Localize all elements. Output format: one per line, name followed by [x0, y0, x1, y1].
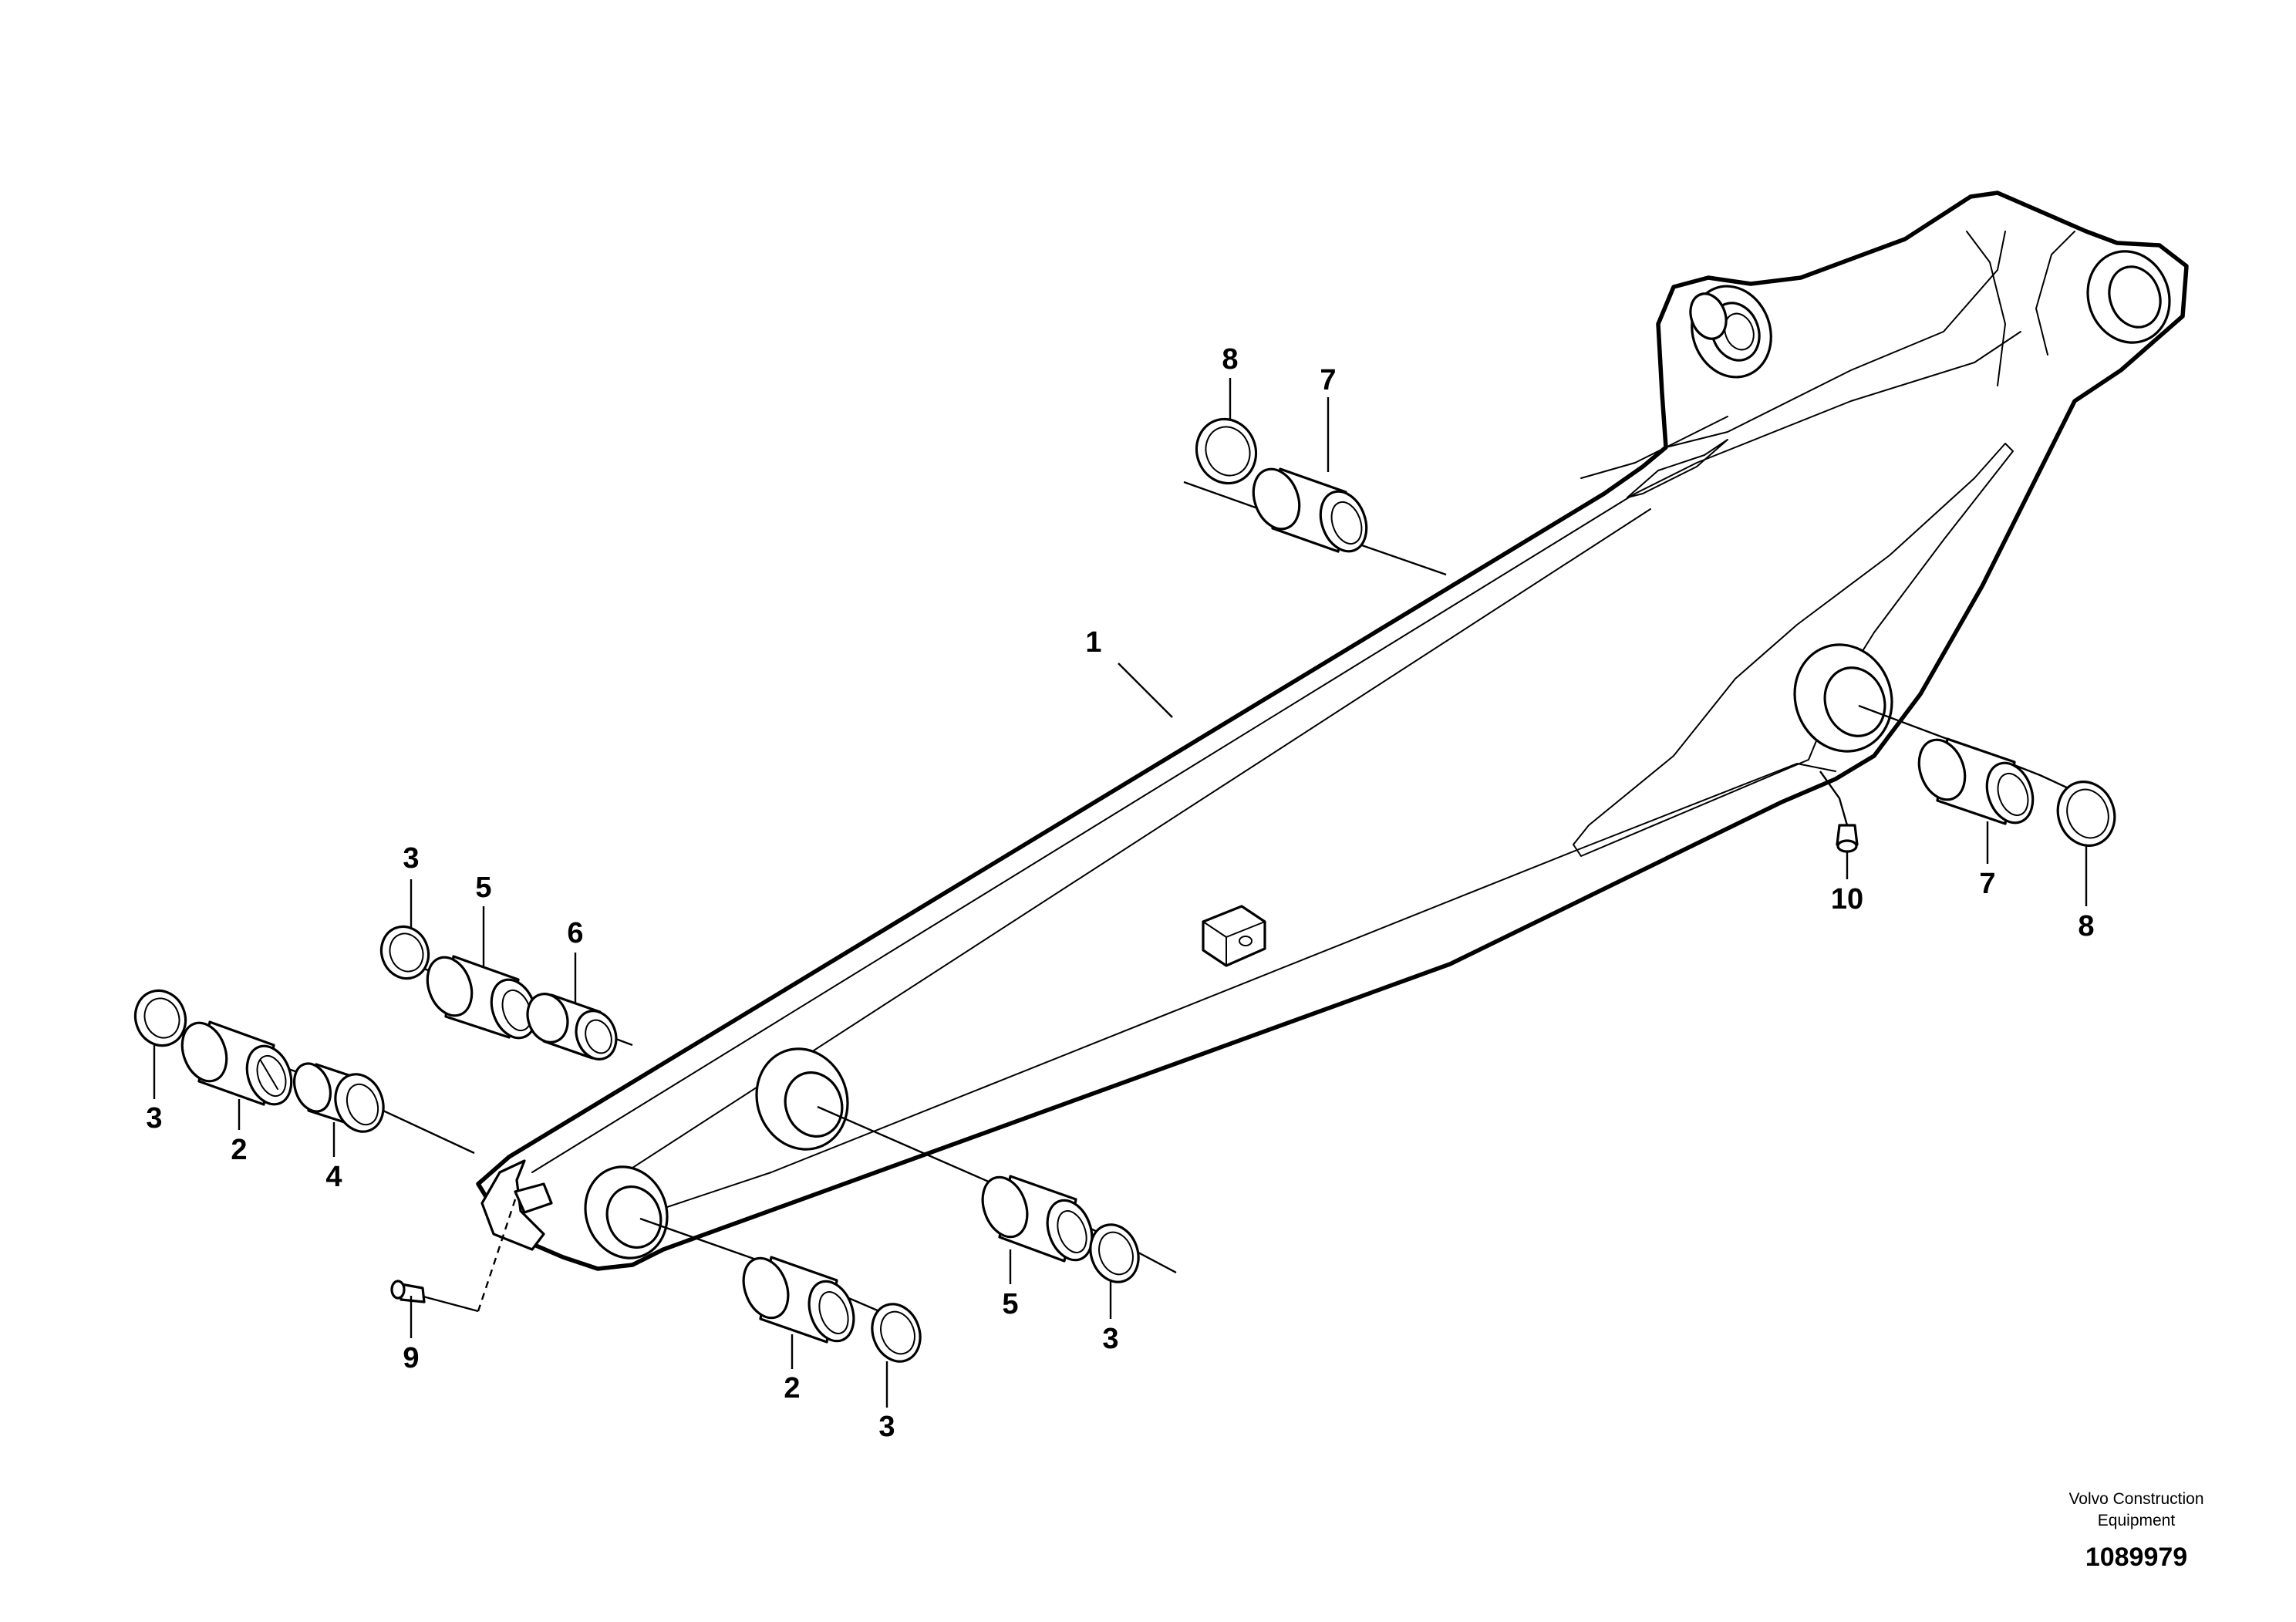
- bushing-7-right: [1917, 737, 2035, 825]
- callout-3b: 3: [146, 1102, 162, 1135]
- grease-nipple-10-stem: [1819, 771, 1849, 826]
- arm-outline: [476, 191, 2189, 1271]
- ring-3-middle: [1089, 1223, 1140, 1283]
- rear-ear-hole: [1724, 312, 1755, 351]
- front-lug: [514, 1182, 553, 1214]
- rear-ear-boss-left: [1689, 292, 1728, 340]
- ring-3-left: [133, 989, 187, 1047]
- arm-side-face-line: [632, 763, 1836, 1219]
- callout-7a: 7: [1320, 364, 1336, 396]
- callout-5a: 5: [475, 872, 491, 904]
- arm-body: [476, 191, 2189, 1271]
- mid-rear-boss-inner: [1823, 666, 1886, 737]
- callout-7b: 7: [1979, 868, 1995, 900]
- grease-nipple-9: [390, 1199, 517, 1313]
- callout-3a: 3: [403, 842, 419, 875]
- callout-5b: 5: [1002, 1288, 1018, 1320]
- arm-head-slot: [1627, 439, 1728, 498]
- ring-8-upper: [1195, 417, 1258, 485]
- bushing-7-upper: [1252, 467, 1368, 553]
- ring-3-bottom: [871, 1303, 922, 1363]
- arm-head-plate-2: [1580, 416, 1728, 479]
- callout-10: 10: [1831, 883, 1863, 916]
- callout-3d: 3: [878, 1411, 895, 1443]
- arm-top-ridge: [531, 331, 2021, 1173]
- document-number: 1089979: [2085, 1543, 2187, 1572]
- mid-front-boss-inner: [784, 1071, 844, 1138]
- bushing-2-bottom: [742, 1256, 855, 1344]
- bushing-6: [526, 993, 618, 1061]
- front-tip-boss-inner: [605, 1185, 663, 1249]
- callout-labels: 1 2 2 3 3 3 3 4 5 5 6 7 7 8 8 9 10: [146, 343, 2094, 1443]
- brand-line-1: Volvo Construction: [2068, 1490, 2203, 1508]
- bushing-4-flanged: [293, 1062, 385, 1133]
- grease-nipple-9-lead: [420, 1294, 479, 1313]
- ring-3-upper: [379, 925, 430, 980]
- callout-8b: 8: [2078, 910, 2094, 943]
- callout-1: 1: [1085, 626, 1101, 659]
- center-wear-block-edge: [1202, 921, 1266, 966]
- grease-nipple-9-head: [390, 1280, 406, 1300]
- center-wear-block: [1202, 905, 1266, 967]
- brand-line-2: Equipment: [2098, 1512, 2176, 1529]
- arm-head-rib-2: [2035, 231, 2075, 356]
- callout-leaders: [153, 378, 2088, 1408]
- callout-2a: 2: [231, 1134, 247, 1166]
- rear-tip-boss-inner: [2108, 265, 2162, 329]
- callout-6: 6: [567, 917, 583, 949]
- bushing-5-middle: [981, 1175, 1094, 1263]
- callout-3c: 3: [1102, 1323, 1118, 1355]
- callout-9: 9: [403, 1342, 419, 1374]
- bushing-2-left: [180, 1020, 293, 1106]
- center-wear-block-hole: [1239, 936, 1253, 946]
- grease-nipple-10: [1819, 771, 1859, 853]
- callout-4: 4: [325, 1161, 342, 1193]
- arm-head-rib: [1966, 231, 2006, 386]
- bushing-5-upper: [426, 955, 538, 1040]
- ring-8-right: [2056, 781, 2116, 847]
- footer: Volvo Construction Equipment 1089979: [2068, 1490, 2203, 1572]
- callout-8a: 8: [1222, 343, 1238, 376]
- grease-nipple-10-head: [1836, 839, 1858, 853]
- arm-head-plate-1: [1665, 231, 2006, 448]
- grease-nipple-9-path: [477, 1199, 517, 1312]
- callout-2b: 2: [784, 1372, 800, 1404]
